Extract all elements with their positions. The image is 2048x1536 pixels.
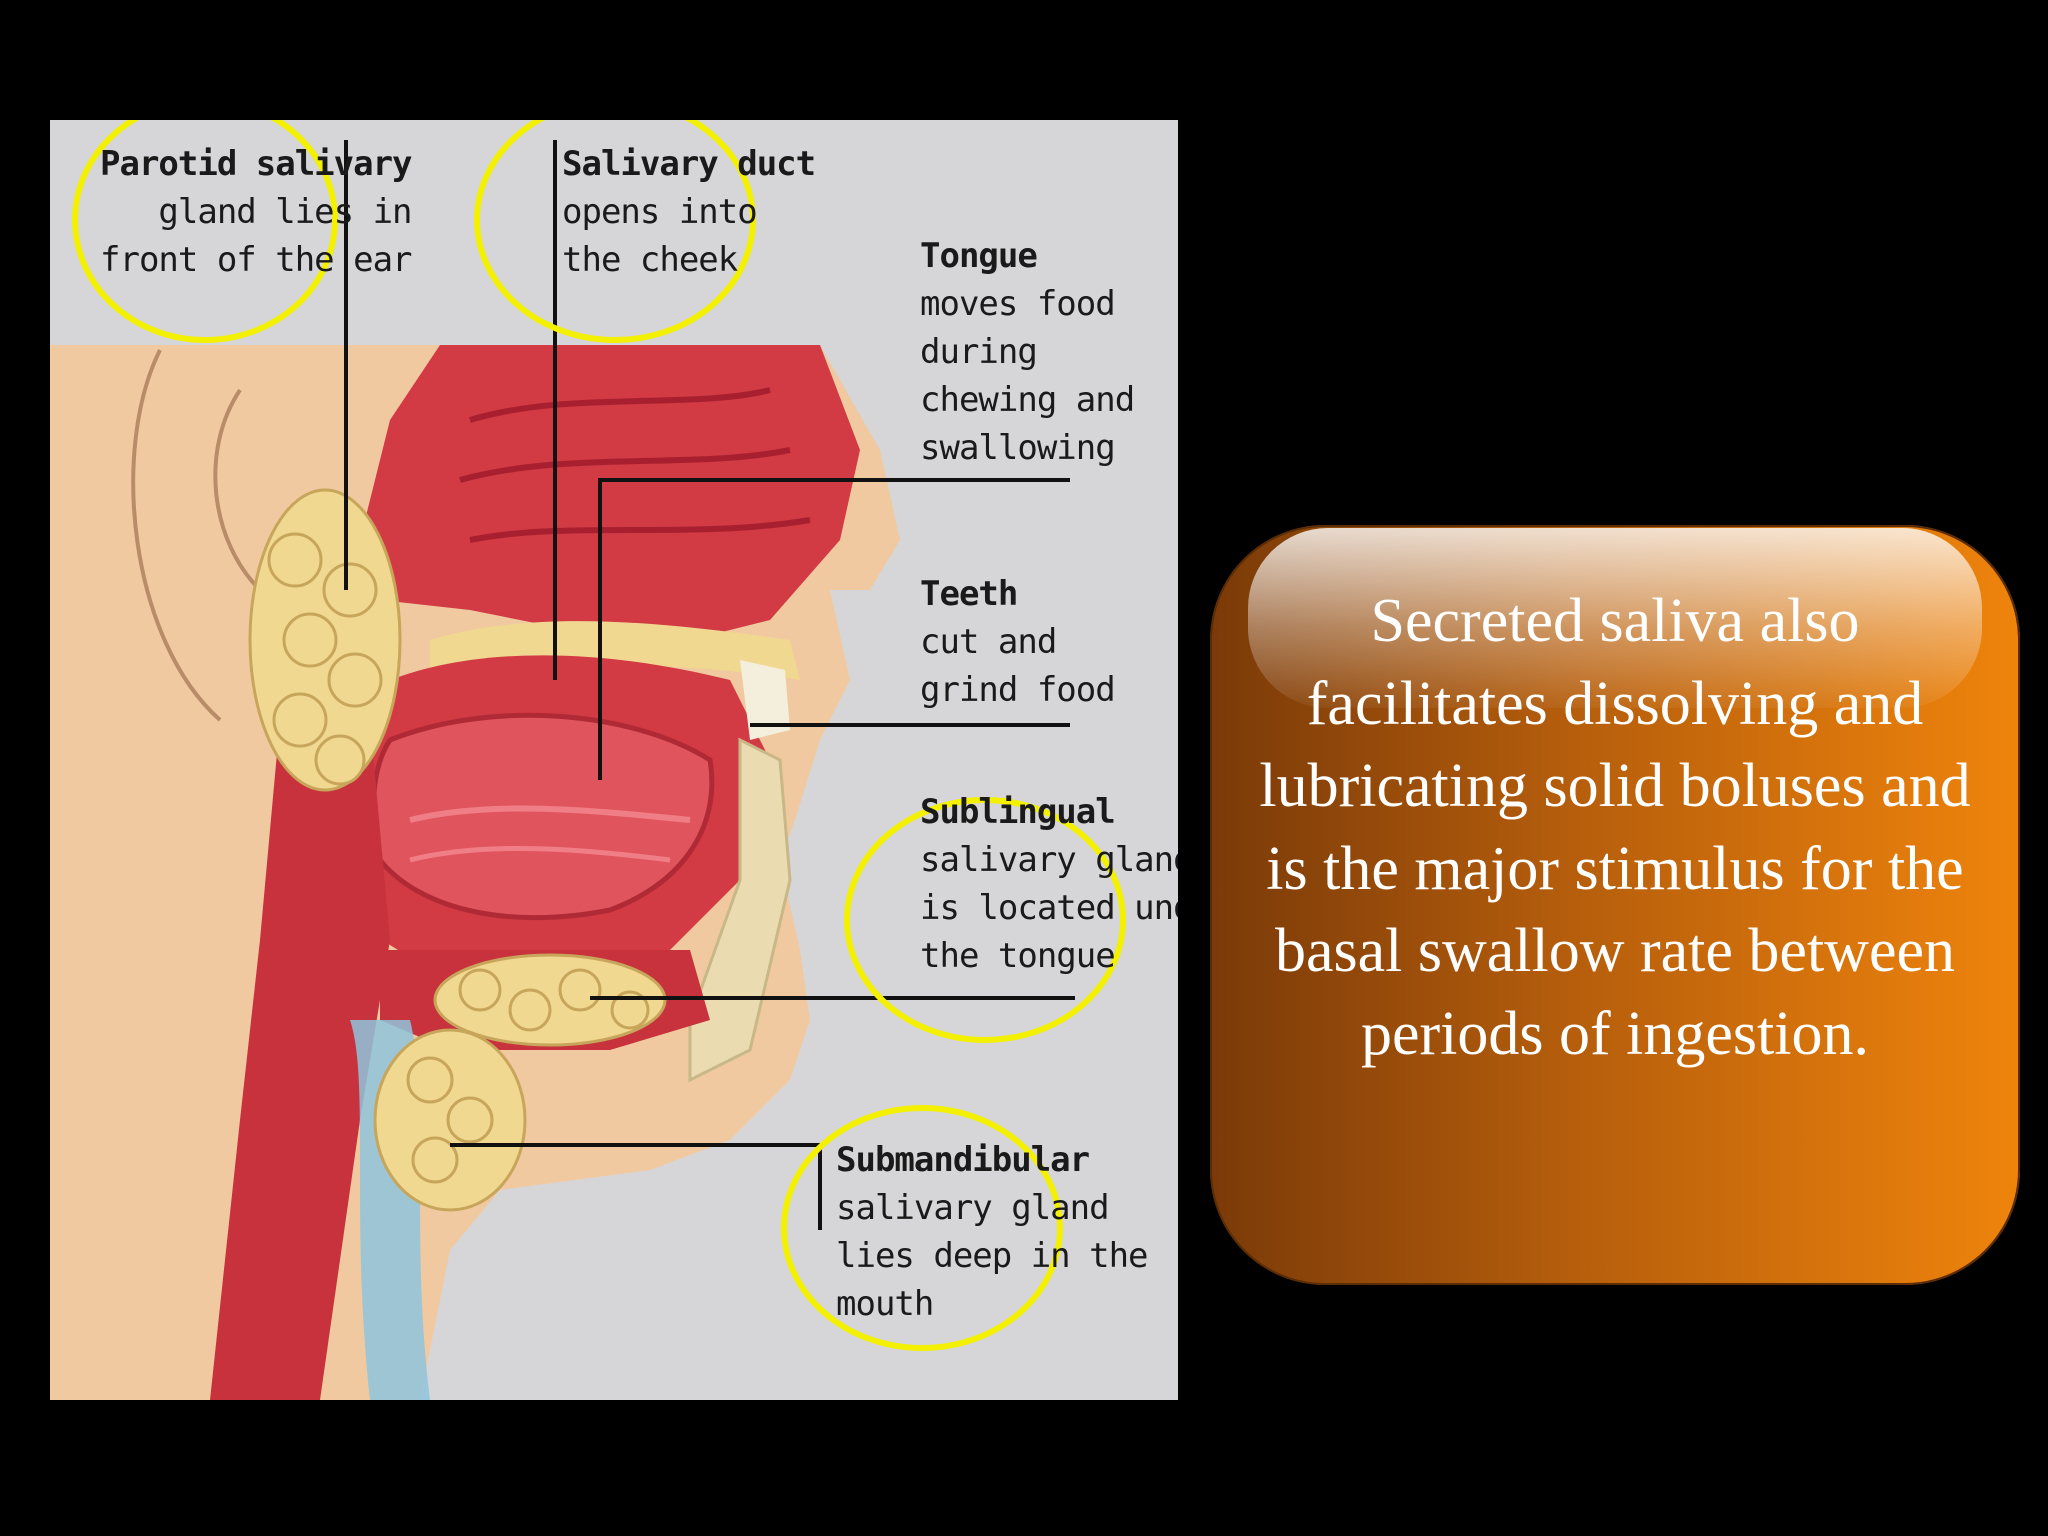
tongue-label: Tongue moves food during chewing and swa…: [920, 236, 1135, 468]
ear-outline: [131, 349, 222, 722]
parotid-label: Parotid salivary gland lies in front of …: [100, 144, 413, 280]
submandibular-gland-shape: [373, 1028, 527, 1212]
pharynx: [210, 720, 390, 1400]
sublingual-gland-shape: [433, 953, 667, 1047]
ear-curve: [213, 388, 262, 592]
salivary-duct-label: Salivary duct opens into the cheek: [562, 144, 816, 280]
lower-jaw-bone: [688, 737, 792, 1083]
salivary-glands-figure: Parotid salivary gland lies in front of …: [50, 120, 1178, 1400]
submandibular-label: Submandibular salivary gland lies deep i…: [836, 1140, 1149, 1324]
nasal-cavity: [360, 345, 860, 640]
callout-box: Secreted saliva also facilitates dissolv…: [1210, 525, 2020, 1285]
head-cross-section-illustration: [50, 120, 1126, 1400]
teeth-label: Teeth cut and grind food: [920, 574, 1116, 710]
callout-box-gloss: [1248, 528, 1982, 708]
sublingual-label: Sublingual salivary gland is located und…: [920, 792, 1178, 976]
parotid-gland-shape: [248, 488, 402, 792]
callout-text: Secreted saliva also facilitates dissolv…: [1259, 587, 1971, 1068]
upper-teeth: [740, 660, 790, 740]
highlight-circles: [72, 120, 1126, 1351]
